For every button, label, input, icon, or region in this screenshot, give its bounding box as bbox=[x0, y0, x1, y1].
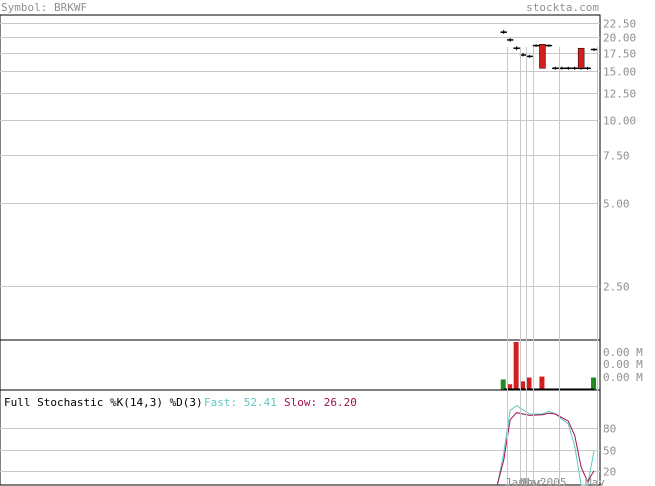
stochastic-panel-frame bbox=[0, 389, 601, 486]
stochastic-tick-label: 80 bbox=[603, 423, 616, 436]
price-tick-label: 5.00 bbox=[603, 198, 630, 211]
price-tick-label: 2.50 bbox=[603, 281, 630, 294]
volume-bar bbox=[526, 377, 532, 390]
stochastic-axis: 80 50 20 bbox=[0, 423, 616, 479]
volume-bar bbox=[507, 384, 513, 390]
slow-label: Slow: 26.20 bbox=[284, 396, 357, 409]
price-tick-label: 20.00 bbox=[603, 32, 636, 45]
volume-panel-frame bbox=[0, 339, 601, 391]
x-tick-label: 2005 bbox=[540, 476, 567, 486]
stochastic-tick-label: 50 bbox=[603, 445, 616, 458]
price-gap-marker bbox=[577, 47, 585, 69]
volume-bars bbox=[500, 342, 597, 390]
volume-bar bbox=[591, 377, 597, 390]
volume-tick-label: 0.00 M bbox=[603, 358, 643, 371]
volume-tick-label: 0.00 M bbox=[603, 371, 643, 384]
price-tick-label: 17.50 bbox=[603, 48, 636, 61]
x-tick-label: Jan bbox=[505, 476, 525, 486]
x-tick-label: Mar bbox=[523, 476, 543, 486]
stochastic-tick-label: 20 bbox=[603, 466, 616, 479]
fast-label: Fast: 52.41 bbox=[204, 396, 277, 409]
price-tick-label: 15.00 bbox=[603, 66, 636, 79]
price-grid bbox=[0, 23, 600, 287]
x-tick-label: Nov bbox=[520, 476, 540, 486]
site-label: stockta.com bbox=[526, 1, 599, 14]
volume-axis: 0.00 M0.00 M0.00 M bbox=[603, 346, 643, 384]
stochastic-title: Full Stochastic %K(14,3) %D(3) bbox=[4, 396, 203, 409]
symbol-label: Symbol: BRKWF bbox=[1, 1, 87, 14]
volume-bar bbox=[500, 379, 506, 390]
volume-tick-label: 0.00 M bbox=[603, 346, 643, 359]
stochastic-lines bbox=[496, 404, 595, 486]
vertical-grid bbox=[507, 47, 598, 485]
price-tick-label: 10.00 bbox=[603, 115, 636, 128]
volume-bar bbox=[513, 342, 519, 390]
x-tick-label: May bbox=[585, 476, 605, 486]
volume-bar bbox=[539, 376, 545, 390]
price-tick-label: 12.50 bbox=[603, 88, 636, 101]
price-panel-frame bbox=[0, 14, 601, 341]
price-tick-label: 7.50 bbox=[603, 150, 630, 163]
slow-line bbox=[496, 412, 595, 486]
fast-line bbox=[496, 404, 595, 486]
price-tick-label: 22.50 bbox=[603, 18, 636, 31]
volume-bar bbox=[520, 381, 526, 390]
price-gap-marker bbox=[539, 44, 546, 69]
price-bars bbox=[500, 29, 598, 70]
